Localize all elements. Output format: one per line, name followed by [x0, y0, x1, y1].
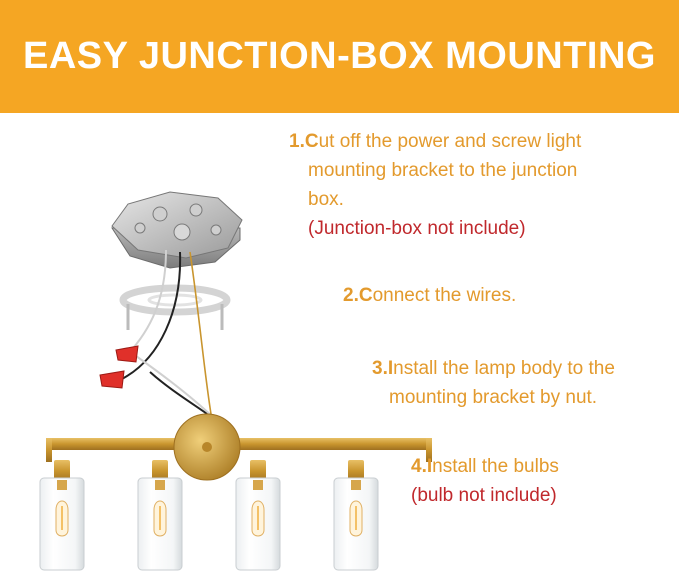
- step-4-text: nstall the bulbs: [432, 456, 559, 477]
- step-3-line-1: nstall the lamp body to the: [393, 358, 615, 379]
- vanity-light-image: [39, 413, 432, 571]
- step-1-line-1: ut off the power and screw light: [318, 131, 582, 152]
- mounting-bracket-image: [119, 284, 231, 330]
- fixture-illustration: [39, 191, 432, 571]
- step-1-first-letter: C: [304, 131, 319, 152]
- step-3: 3.Install the lamp body to the mounting …: [372, 354, 615, 412]
- step-4-number: 4.: [411, 456, 427, 477]
- step-3-line-2: mounting bracket by nut.: [389, 387, 598, 408]
- step-2: 2.Connect the wires.: [343, 281, 516, 310]
- step-1: 1.Cut off the power and screw light moun…: [289, 127, 669, 243]
- step-4: 4.Install the bulbs (bulb not include): [411, 452, 559, 510]
- wires-image: [119, 249, 215, 421]
- step-1-line-2: mounting bracket to the junction: [308, 160, 578, 181]
- wire-connector-icon: [99, 345, 139, 389]
- step-4-first-letter: I: [426, 456, 433, 477]
- banner-title: EASY JUNCTION-BOX MOUNTING: [22, 35, 656, 77]
- step-2-first-letter: C: [358, 285, 373, 306]
- step-3-first-letter: I: [387, 358, 394, 379]
- step-1-note: (Junction-box not include): [308, 218, 526, 239]
- step-1-line-3: box.: [308, 189, 344, 210]
- junction-box-image: [111, 191, 243, 269]
- step-2-number: 2.: [343, 285, 359, 306]
- step-4-note: (bulb not include): [411, 485, 557, 506]
- step-3-number: 3.: [372, 358, 388, 379]
- step-1-number: 1.: [289, 131, 305, 152]
- title-banner: EASY JUNCTION-BOX MOUNTING: [0, 0, 679, 113]
- step-2-text: onnect the wires.: [372, 285, 517, 306]
